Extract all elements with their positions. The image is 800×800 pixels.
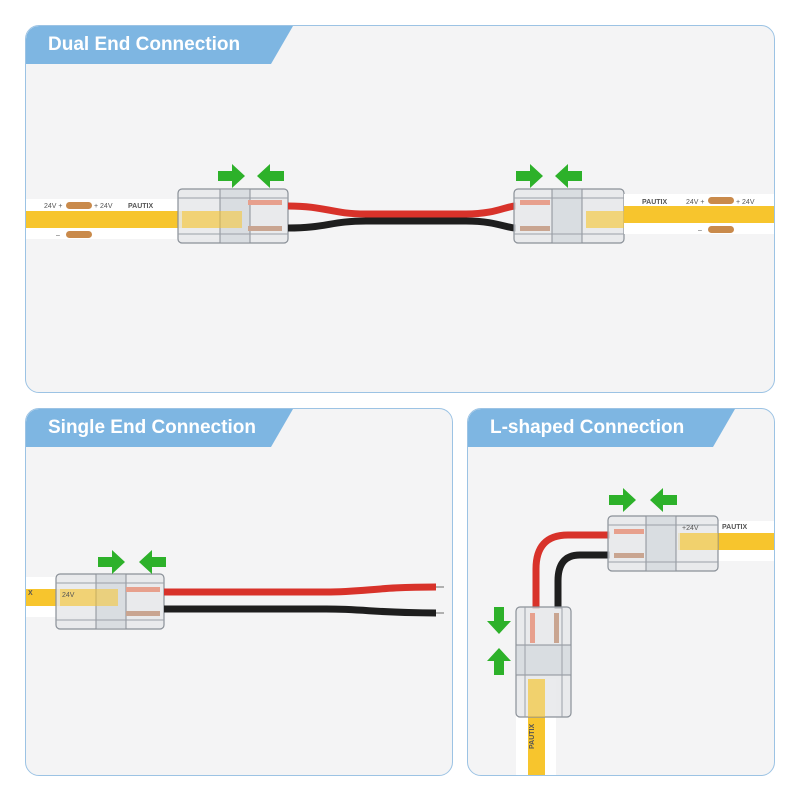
arrow-up-icon <box>487 648 511 675</box>
strip-label-minus-r: – <box>698 227 702 234</box>
strip-label-minus: – <box>56 232 60 239</box>
red-wire-top <box>287 202 517 218</box>
strip-brand: PAUTIX <box>128 203 153 210</box>
dual-end-title: Dual End Connection <box>26 26 293 64</box>
red-wire-top <box>164 583 437 596</box>
strip-label-plus-left: 24V + <box>44 203 63 210</box>
arrow-left-icon <box>139 550 166 574</box>
horizontal-connector: +24V <box>607 515 719 572</box>
left-connector <box>177 188 289 244</box>
strip-brand-vertical: PAUTIX <box>529 724 536 749</box>
strip-brand-partial: X <box>28 590 33 597</box>
strip-label-plus24: +24V <box>682 525 699 532</box>
connector: 24V <box>55 573 165 630</box>
single-end-illustration: X 24V <box>26 550 444 630</box>
red-wire <box>532 531 610 609</box>
arrow-left-icon <box>555 164 582 188</box>
l-shaped-panel: L-shaped Connection PAUTIX PAUTIX +24V <box>467 408 775 776</box>
arrow-right-icon <box>516 164 543 188</box>
strip-brand-right: PAUTIX <box>642 199 667 206</box>
arrow-left-icon <box>650 488 677 512</box>
arrow-right-icon <box>609 488 636 512</box>
l-shaped-illustration: PAUTIX PAUTIX +24V <box>487 488 774 775</box>
black-wire <box>554 551 610 609</box>
single-end-title: Single End Connection <box>26 409 293 447</box>
strip-label-plus-left-r: 24V + <box>686 199 705 206</box>
arrow-left-icon <box>257 164 284 188</box>
l-shaped-title: L-shaped Connection <box>468 409 735 447</box>
strip-label-plus-right-r: + 24V <box>736 199 755 206</box>
vertical-connector <box>515 606 572 718</box>
dual-end-panel: Dual End Connection 24V + + 24V – PAUTIX <box>25 25 775 393</box>
right-led-strip: PAUTIX 24V + + 24V – <box>624 194 774 234</box>
arrow-down-icon <box>487 607 511 634</box>
black-wire-bottom <box>164 605 437 617</box>
single-end-panel: Single End Connection X 24V <box>25 408 453 776</box>
dual-end-illustration: 24V + + 24V – PAUTIX <box>26 164 774 244</box>
black-wire-bottom <box>287 217 517 232</box>
arrow-right-icon <box>98 550 125 574</box>
strip-label-plus-right: + 24V <box>94 203 113 210</box>
strip-label-24v: 24V <box>62 592 75 599</box>
arrow-right-icon <box>218 164 245 188</box>
strip-brand-horizontal: PAUTIX <box>722 524 747 531</box>
right-connector <box>513 188 625 244</box>
